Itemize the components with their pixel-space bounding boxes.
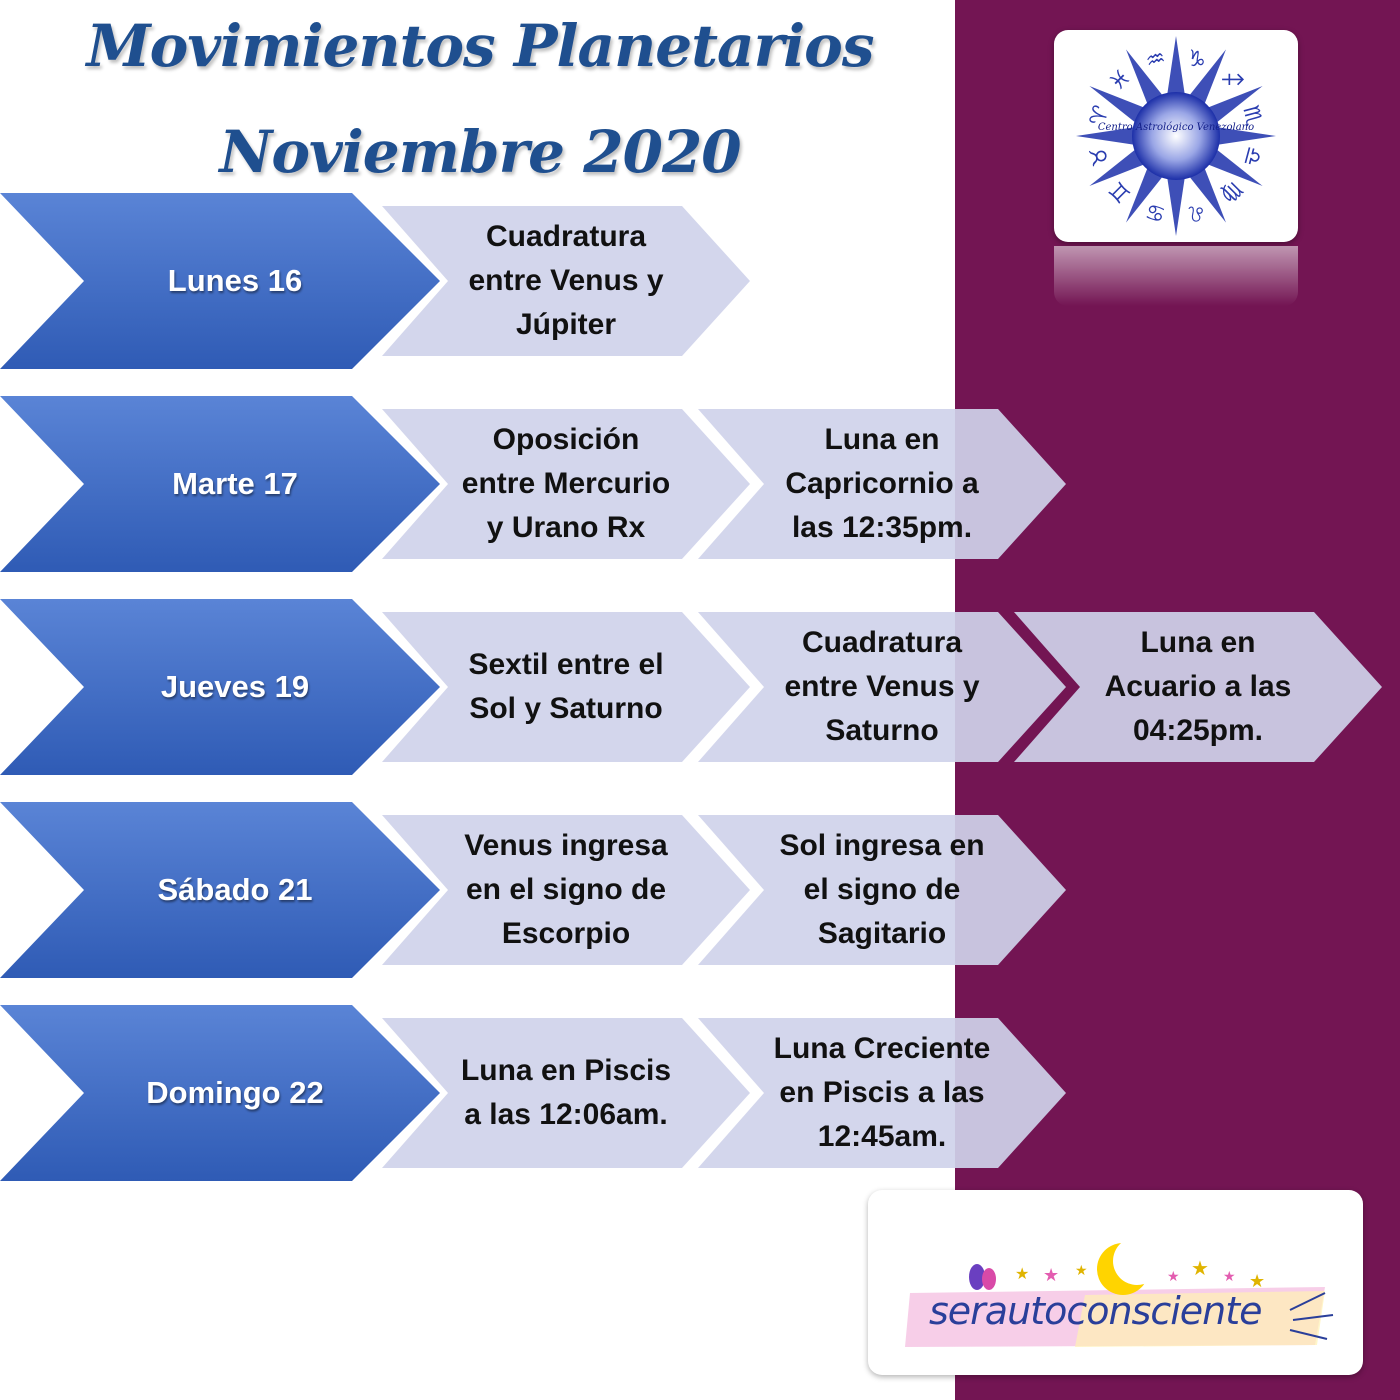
svg-text:♊: ♊ bbox=[1105, 176, 1137, 208]
page-subtitle: Noviembre 2020 bbox=[219, 118, 741, 186]
event-chevron: Cuadratura entre Venus y Júpiter bbox=[382, 206, 750, 356]
event-label: Cuadratura entre Venus y Júpiter bbox=[468, 220, 664, 341]
day-chevron: Domingo 22 bbox=[0, 1005, 440, 1181]
event-chevron-shape bbox=[382, 815, 750, 965]
event-label: Venus ingresa en el signo de Escorpio bbox=[464, 829, 668, 950]
day-label: Marte 17 bbox=[172, 466, 298, 501]
day-label: Jueves 19 bbox=[160, 669, 310, 704]
day-chevron-shape bbox=[0, 396, 440, 572]
event-chevron: Luna en Piscis a las 12:06am. bbox=[382, 1018, 750, 1168]
svg-text:♓: ♓ bbox=[1105, 65, 1137, 97]
svg-text:♑: ♑ bbox=[1184, 46, 1210, 75]
event-chevron: Venus ingresa en el signo de Escorpio bbox=[382, 815, 750, 965]
event-chevron-shape bbox=[1014, 612, 1382, 762]
day-label: Domingo 22 bbox=[146, 1075, 324, 1110]
brand-name: serautoconsciente bbox=[929, 1289, 1263, 1333]
rays-icon bbox=[1289, 1292, 1334, 1340]
event-chevron-shape bbox=[382, 612, 750, 762]
event-chevron: Sol ingresa en el signo de Sagitario bbox=[698, 815, 1066, 965]
event-chevron: Oposición entre Mercurio y Urano Rx bbox=[382, 409, 750, 559]
svg-text:♉: ♉ bbox=[1086, 144, 1115, 170]
svg-text:♌: ♌ bbox=[1184, 197, 1210, 226]
event-chevron-shape bbox=[698, 409, 1066, 559]
event-chevron-shape bbox=[382, 206, 750, 356]
svg-text:♒: ♒ bbox=[1143, 46, 1169, 75]
event-label: Luna en Acuario a las 04:25pm. bbox=[1104, 626, 1292, 747]
event-chevron-shape bbox=[698, 1018, 1066, 1168]
svg-text:★: ★ bbox=[1223, 1269, 1236, 1285]
event-label: Cuadratura entre Venus y Saturno bbox=[784, 626, 980, 747]
event-chevron: Luna en Acuario a las 04:25pm. bbox=[1014, 612, 1382, 762]
day-chevron-shape bbox=[0, 1005, 440, 1181]
brand-logo: ★ ★ ★ ★ ★ ★ ★ serautoconsciente bbox=[905, 1235, 1345, 1355]
day-chevron-shape bbox=[0, 802, 440, 978]
event-chevron-shape bbox=[698, 815, 1066, 965]
event-label: Sol ingresa en el signo de Sagitario bbox=[779, 829, 985, 950]
event-label: Sextil entre el Sol y Saturno bbox=[468, 648, 664, 725]
svg-text:♎: ♎ bbox=[1237, 144, 1266, 170]
day-chevron: Marte 17 bbox=[0, 396, 440, 572]
page-title: Movimientos Planetarios bbox=[86, 12, 874, 80]
svg-text:★: ★ bbox=[1043, 1265, 1059, 1286]
crescent-moon-icon bbox=[1097, 1237, 1161, 1295]
event-chevron: Sextil entre el Sol y Saturno bbox=[382, 612, 750, 762]
svg-text:★: ★ bbox=[1191, 1256, 1209, 1280]
event-label: Oposición entre Mercurio y Urano Rx bbox=[461, 423, 671, 544]
zodiac-wheel-logo-icon: ♑ ♐ ♏ ♎ ♍ ♌ ♋ ♊ ♉ ♈ ♓ ♒ Centro Astrológi… bbox=[1076, 36, 1276, 236]
event-chevron: Luna Creciente en Piscis a las 12:45am. bbox=[698, 1018, 1066, 1168]
svg-text:★: ★ bbox=[1015, 1264, 1029, 1283]
stars-icon: ★ ★ ★ ★ ★ ★ ★ bbox=[1015, 1256, 1265, 1292]
day-chevron-shape bbox=[0, 599, 440, 775]
svg-text:♋: ♋ bbox=[1143, 197, 1169, 226]
event-label: Luna en Capricornio a las 12:35pm. bbox=[785, 423, 979, 544]
event-chevron-shape bbox=[382, 1018, 750, 1168]
day-chevron-shape bbox=[0, 193, 440, 369]
event-chevron: Cuadratura entre Venus y Saturno bbox=[698, 612, 1066, 762]
butterfly-icon bbox=[969, 1264, 996, 1290]
svg-text:★: ★ bbox=[1249, 1271, 1265, 1292]
event-label: Luna Creciente en Piscis a las 12:45am. bbox=[773, 1032, 991, 1153]
event-chevron-shape bbox=[698, 612, 1066, 762]
event-chevron-shape bbox=[382, 409, 750, 559]
day-chevron: Lunes 16 bbox=[0, 193, 440, 369]
svg-text:★: ★ bbox=[1075, 1263, 1088, 1279]
logo-card: ♑ ♐ ♏ ♎ ♍ ♌ ♋ ♊ ♉ ♈ ♓ ♒ Centro Astrológi… bbox=[1054, 30, 1298, 242]
day-chevron: Jueves 19 bbox=[0, 599, 440, 775]
logo-reflection bbox=[1054, 246, 1298, 306]
day-label: Lunes 16 bbox=[167, 263, 303, 298]
svg-text:♐: ♐ bbox=[1216, 65, 1248, 97]
day-chevron: Sábado 21 bbox=[0, 802, 440, 978]
logo-center-text: Centro Astrológico Venezolano bbox=[1098, 122, 1254, 133]
event-label: Luna en Piscis a las 12:06am. bbox=[460, 1054, 672, 1131]
svg-text:♍: ♍ bbox=[1216, 176, 1248, 208]
event-chevron: Luna en Capricornio a las 12:35pm. bbox=[698, 409, 1066, 559]
day-label: Sábado 21 bbox=[157, 872, 313, 907]
brand-glow bbox=[1075, 1291, 1325, 1347]
svg-text:★: ★ bbox=[1167, 1269, 1180, 1285]
